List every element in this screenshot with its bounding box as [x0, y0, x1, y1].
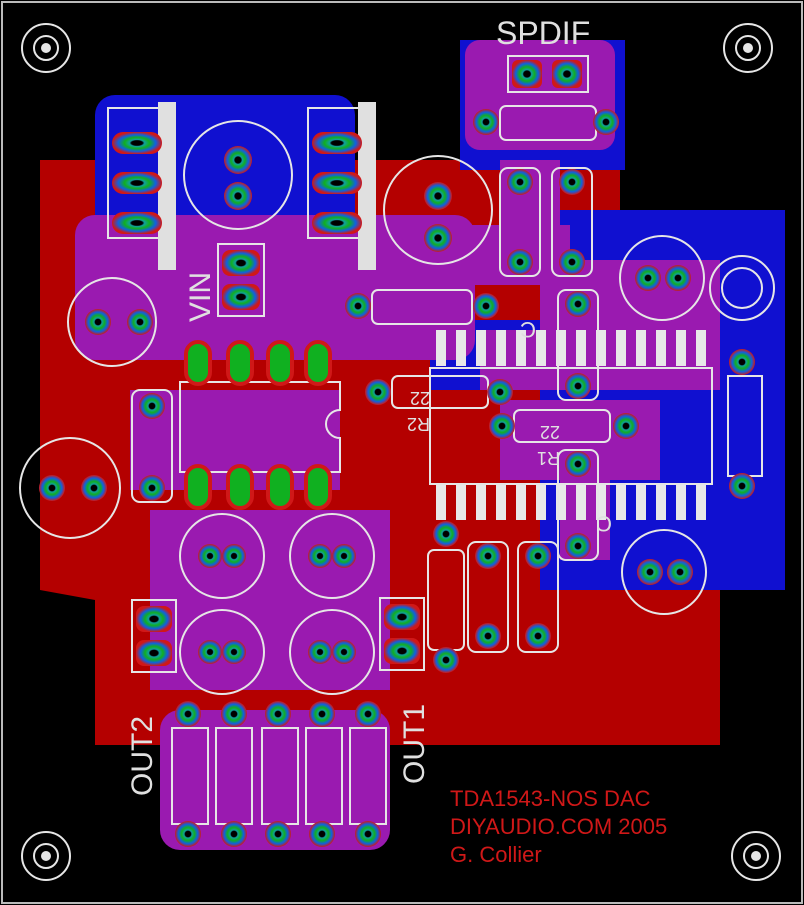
out1-label: OUT1: [398, 704, 431, 784]
oscillator: [709, 255, 775, 499]
out1-connector: [379, 597, 425, 671]
c-label-bottom: C: [596, 511, 612, 536]
credit-title: TDA1543-NOS DAC: [450, 786, 651, 811]
r2-value: 22: [410, 388, 430, 408]
credit-author: G. Collier: [450, 842, 542, 867]
ceramic-capacitors: [131, 167, 599, 673]
r1-value: 22: [540, 422, 560, 442]
dip-ic-outline: [179, 381, 341, 473]
ic-smd-pins: [436, 330, 706, 520]
spdif-label: SPDIF: [496, 15, 590, 51]
spdif-connector: [507, 55, 589, 93]
credit-site: DIYAUDIO.COM 2005: [450, 814, 667, 839]
output-resistor-bank: [171, 701, 387, 847]
vin-label: VIN: [184, 272, 217, 322]
r1-name: R1: [537, 448, 560, 468]
regulator-right: [307, 102, 376, 270]
ic-outline: [429, 367, 713, 485]
out2-label: OUT2: [126, 716, 159, 796]
resistors: [345, 105, 639, 443]
dip-ic-pins: [184, 340, 332, 510]
r2-name: R2: [407, 414, 430, 434]
electrolytic-capacitors: [19, 120, 707, 695]
out2-connector: [131, 599, 177, 673]
c-label-top: C: [520, 317, 536, 342]
regulator-left: [107, 102, 176, 270]
mounting-holes: [21, 23, 781, 881]
vin-connector: [217, 243, 265, 317]
